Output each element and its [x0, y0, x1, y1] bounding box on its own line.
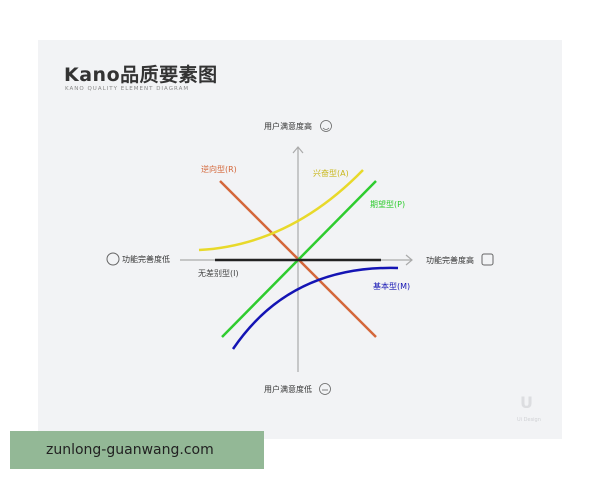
page-title: Kano品质要素图: [64, 64, 218, 86]
smile-icon: [320, 120, 332, 132]
logo-text: Ui Design: [517, 417, 541, 423]
logo-mark: U: [520, 393, 533, 412]
high-function-icon: [481, 253, 494, 266]
diagram-panel: [38, 40, 562, 439]
indifferent-label: 无差别型(I): [198, 269, 239, 278]
attractive-curve: [198, 169, 364, 252]
low-function-icon: [106, 252, 120, 266]
sad-icon: [319, 383, 331, 395]
watermark-banner: zunlong-guanwang.com: [10, 431, 264, 469]
page-subtitle: KANO QUALITY ELEMENT DIAGRAM: [65, 86, 190, 92]
reverse-label: 逆向型(R): [201, 165, 237, 174]
y-high-label: 用户满意度高: [264, 122, 312, 131]
performance-label: 期望型(P): [370, 200, 406, 209]
must-be-label: 基本型(M): [373, 282, 411, 291]
must-be-curve: [231, 266, 399, 350]
x-low-label: 功能完善度低: [122, 255, 170, 264]
x-high-label: 功能完善度高: [426, 256, 474, 265]
y-low-label: 用户满意度低: [264, 385, 312, 394]
x-axis-arrow: [405, 254, 413, 266]
attractive-label: 兴奋型(A): [313, 169, 349, 178]
y-axis-arrow: [292, 146, 304, 154]
